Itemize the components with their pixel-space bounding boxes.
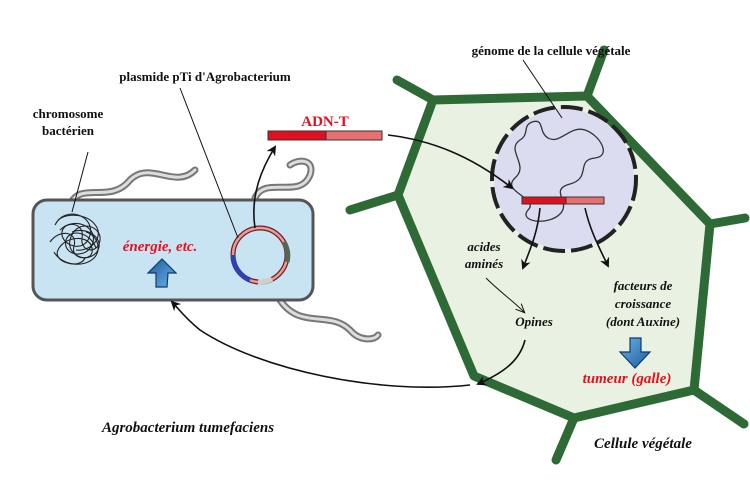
- arrow-to-amino-acids: [521, 207, 541, 270]
- bacterial-chromosome: [49, 213, 101, 265]
- label-growth-2: croissance: [615, 296, 672, 311]
- leader-chromosome: [71, 151, 89, 213]
- label-pti-plasmid: plasmide pTi d'Agrobacterium: [119, 69, 291, 84]
- label-opines: Opines: [515, 314, 553, 329]
- label-plant-genome: génome de la cellule végétale: [472, 43, 631, 58]
- arrow-tdna-to-nucleus: [387, 134, 514, 190]
- label-chromosome-2: bactérien: [42, 123, 95, 138]
- label-growth-3: (dont Auxine): [606, 314, 680, 329]
- label-amino-1: acides: [467, 239, 500, 254]
- arrow-plasmid-to-tdna: [253, 145, 277, 229]
- arrow-amino-to-opines: [485, 277, 524, 312]
- label-tdna: ADN-T: [301, 114, 349, 130]
- flagellum-top: [251, 157, 315, 202]
- arrow-to-growth-factors: [584, 207, 610, 268]
- label-chromosome-1: chromosome: [33, 106, 104, 121]
- leader-genome: [522, 59, 563, 119]
- tdna-segment: [267, 130, 383, 141]
- leader-plasmid: [179, 87, 239, 239]
- label-energy: énergie, etc.: [123, 239, 198, 255]
- integrated-tdna-light: [565, 196, 605, 205]
- arrow-opines-exit: [476, 339, 526, 386]
- flagellum-left-inner: [68, 168, 197, 207]
- plant-cell: [345, 45, 750, 465]
- integrated-tdna-dark: [521, 196, 567, 205]
- arrow-opines-to-bacterium: [170, 300, 471, 388]
- plant-genome-strand: [511, 120, 604, 222]
- label-amino-2: aminés: [465, 256, 503, 271]
- bacterium: [31, 157, 382, 343]
- plant-cell-wall-extensions: [345, 45, 750, 465]
- nucleus: [490, 105, 638, 253]
- arrows: [71, 59, 610, 388]
- pti-plasmid: [230, 225, 291, 285]
- label-growth-1: facteurs de: [614, 278, 673, 293]
- label-plant-cell: Cellule végétale: [594, 436, 692, 452]
- tumor-down-arrow: [618, 337, 652, 369]
- energy-up-arrow: [146, 258, 178, 288]
- label-bacterium-name: Agrobacterium tumefaciens: [101, 420, 274, 436]
- flagellum-top-inner: [253, 159, 313, 200]
- flagellum-bottom-inner: [278, 298, 380, 341]
- label-tumor: tumeur (galle): [583, 371, 672, 387]
